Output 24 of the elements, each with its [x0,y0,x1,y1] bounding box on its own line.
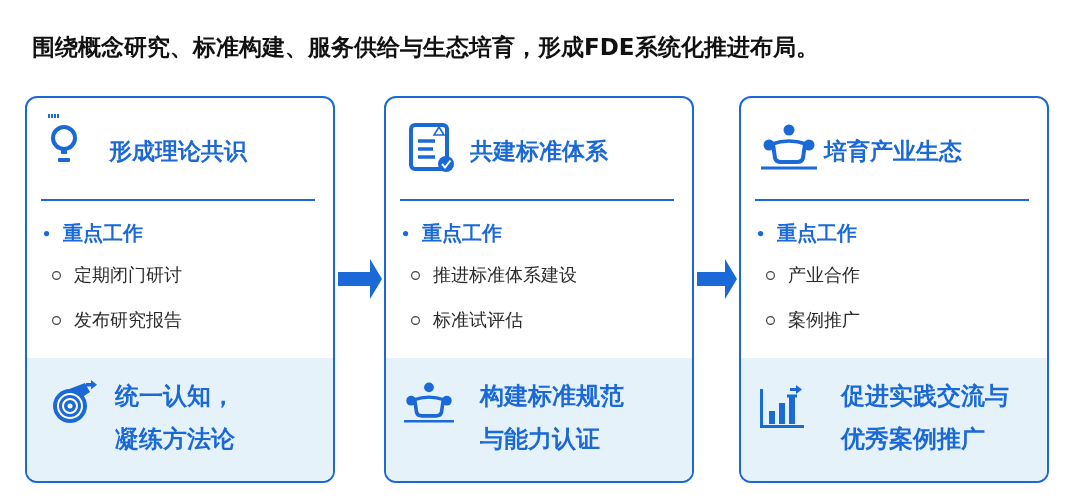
step-card [25,96,335,483]
list-item: 标准试评估 [433,308,523,332]
page-title: 围绕概念研究、标准构建、服务供给与生态培育，形成FDE系统化推进布局。 [32,33,819,61]
summary-text: 统一认知，凝练方法论 [115,381,236,455]
footer-band [386,358,692,481]
section-label: 重点工作 [777,221,857,247]
card-heading: 形成理论共识 [109,137,247,166]
footer-band [27,358,333,481]
step-card [739,96,1049,483]
section-label: 重点工作 [422,221,502,247]
card-heading: 培育产业生态 [824,137,962,166]
list-item: 发布研究报告 [74,308,182,332]
list-item: 产业合作 [788,263,860,287]
summary-text: 构建标准规范与能力认证 [480,381,625,455]
summary-text: 促进实践交流与优秀案例推广 [841,381,1010,455]
arrow [697,259,737,299]
arrow [338,259,382,299]
step-card [384,96,694,483]
section-label: 重点工作 [63,221,143,247]
list-item: 案例推广 [788,308,860,332]
footer-band [741,358,1047,481]
list-item: 推进标准体系建设 [433,263,577,287]
list-item: 定期闭门研讨 [74,263,182,287]
card-heading: 共建标准体系 [470,137,608,166]
